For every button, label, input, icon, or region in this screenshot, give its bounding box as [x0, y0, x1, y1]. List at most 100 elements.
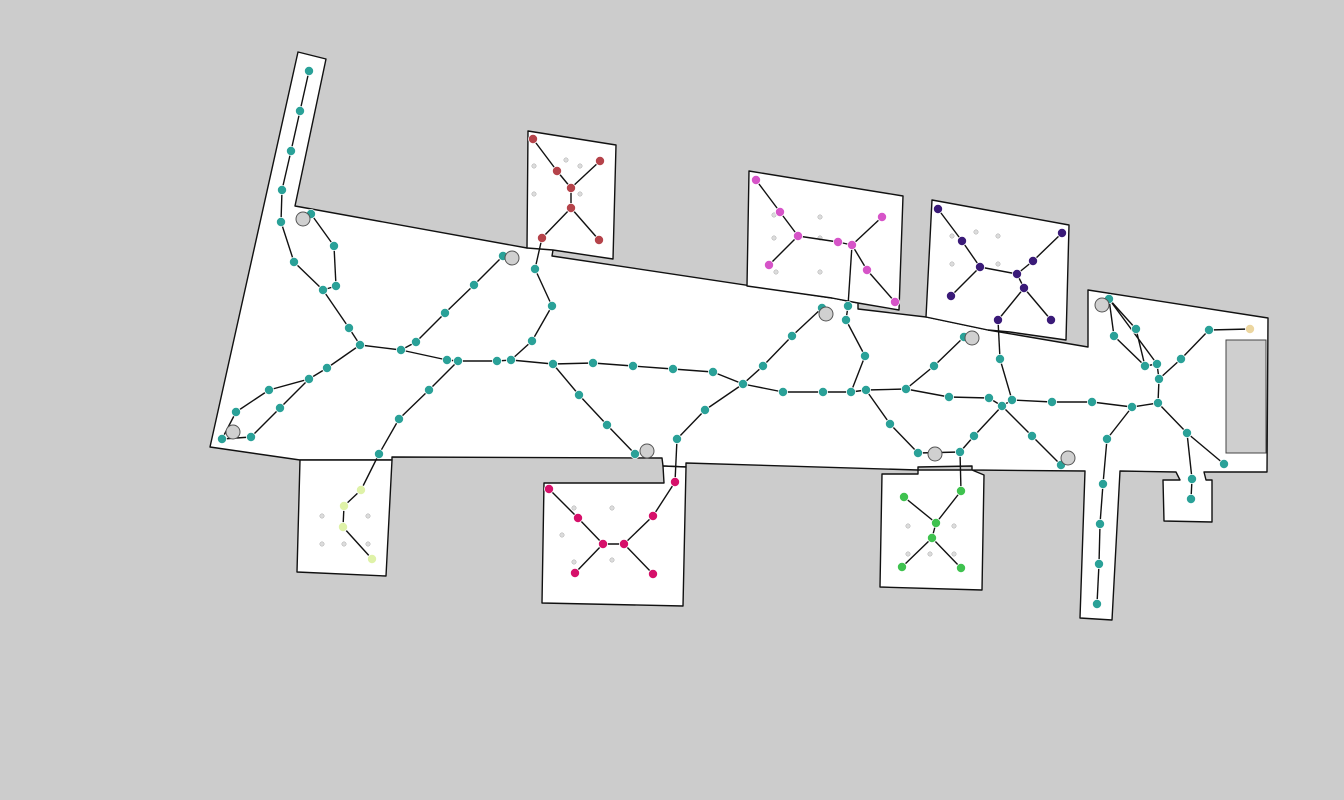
room-node-room-5: [355, 484, 366, 495]
corridor-node: [410, 336, 421, 347]
graph-edge: [979, 266, 1018, 275]
fixture-marker: [341, 541, 347, 547]
corridor-node: [1092, 599, 1103, 610]
graph-edge: [281, 150, 292, 191]
corridor-node: [602, 419, 613, 430]
circle-robot-icon: [927, 446, 943, 462]
corridor-node: [216, 433, 227, 444]
room-node-room-2: [877, 211, 888, 222]
corridor-node: [354, 339, 365, 350]
fixture-marker: [609, 557, 615, 563]
corridor-node: [1186, 493, 1197, 504]
room-node-room-5: [337, 522, 348, 533]
corridor-node: [303, 66, 314, 77]
corridor-node: [843, 300, 854, 311]
corridor-node: [1182, 427, 1193, 438]
corridor-node: [527, 335, 538, 346]
graph-edge: [742, 383, 784, 393]
floor-region: [296, 459, 393, 577]
graph-edge: [1186, 432, 1193, 480]
graph-edge: [997, 319, 1001, 360]
graph-edge: [652, 481, 676, 517]
fixture-marker: [951, 551, 957, 557]
corridor-node: [245, 431, 256, 442]
graph-edge: [444, 284, 475, 314]
corridor-node: [1152, 358, 1163, 369]
graph-edge: [570, 160, 601, 189]
room-node-room-3: [1012, 268, 1023, 279]
room-node-room-2: [793, 230, 804, 241]
corridor-node: [628, 360, 639, 371]
room-node-room-2: [890, 296, 901, 307]
room-node-room-3: [975, 261, 986, 272]
graph-edge: [299, 70, 310, 112]
corridor-node: [818, 386, 829, 397]
graph-edge: [574, 543, 604, 574]
fixture-marker: [771, 235, 777, 241]
corridor-node: [955, 446, 966, 457]
room-node-room-1: [528, 133, 539, 144]
corridor-node: [288, 256, 299, 267]
graph-edge: [280, 221, 295, 263]
circle-robot-icon: [964, 330, 980, 346]
corridor-node: [1027, 430, 1038, 441]
circle-robot-icon: [818, 306, 834, 322]
fixture-marker: [949, 261, 955, 267]
corridor-node: [330, 280, 341, 291]
corridor-node: [1102, 433, 1113, 444]
graph-edge: [552, 362, 594, 365]
fixture-marker: [951, 523, 957, 529]
corridor-node: [263, 384, 274, 395]
corridor-node: [294, 106, 305, 117]
corridor-node: [588, 357, 599, 368]
navigation-graph-nodes: [216, 66, 1256, 610]
corridor-node: [700, 404, 711, 415]
corridor-node: [395, 344, 406, 355]
graph-edge: [950, 266, 981, 297]
room-node-room-4: [544, 483, 555, 494]
graph-edge: [1031, 435, 1062, 466]
graph-edge: [541, 207, 572, 239]
corridor-node: [274, 402, 285, 413]
corridor-node: [846, 386, 857, 397]
corridor-node: [1087, 396, 1098, 407]
graph-edge: [473, 255, 504, 286]
corridor-node: [1154, 373, 1165, 384]
room-node-room-1: [595, 155, 606, 166]
corridor-node: [997, 400, 1008, 411]
graph-edge: [333, 245, 337, 287]
corridor-node: [1140, 360, 1151, 371]
graph-edge: [606, 424, 636, 455]
room-node-room-2: [775, 206, 786, 217]
graph-edge: [1135, 328, 1146, 367]
graph-edge: [704, 383, 744, 411]
corridor-node: [547, 300, 558, 311]
graph-edge: [905, 388, 950, 398]
graph-edge: [279, 378, 310, 409]
room-node-room-7: [1245, 323, 1256, 334]
room-node-room-1: [594, 234, 605, 245]
graph-edge: [903, 496, 937, 524]
corridor-node: [860, 350, 871, 361]
corridor-node: [841, 314, 852, 325]
graph-edge: [865, 388, 907, 391]
graph-edge: [268, 378, 310, 391]
fixture-marker: [559, 532, 565, 538]
graph-edge: [293, 261, 324, 291]
graph-edge: [762, 335, 793, 367]
graph-edge: [672, 368, 714, 373]
circle-robot-icon: [504, 250, 520, 266]
graph-edge: [1113, 335, 1146, 367]
corridor-node: [668, 363, 679, 374]
graph-edge: [378, 418, 400, 455]
corridor-node: [885, 418, 896, 429]
graph-edge: [674, 438, 678, 483]
corridor-node: [1098, 478, 1109, 489]
graph-edge: [360, 453, 380, 491]
room-node-room-6: [897, 562, 908, 573]
room-node-room-2: [862, 264, 873, 275]
fixture-marker: [995, 233, 1001, 239]
graph-edge: [791, 307, 823, 337]
floor-region: [879, 469, 985, 591]
